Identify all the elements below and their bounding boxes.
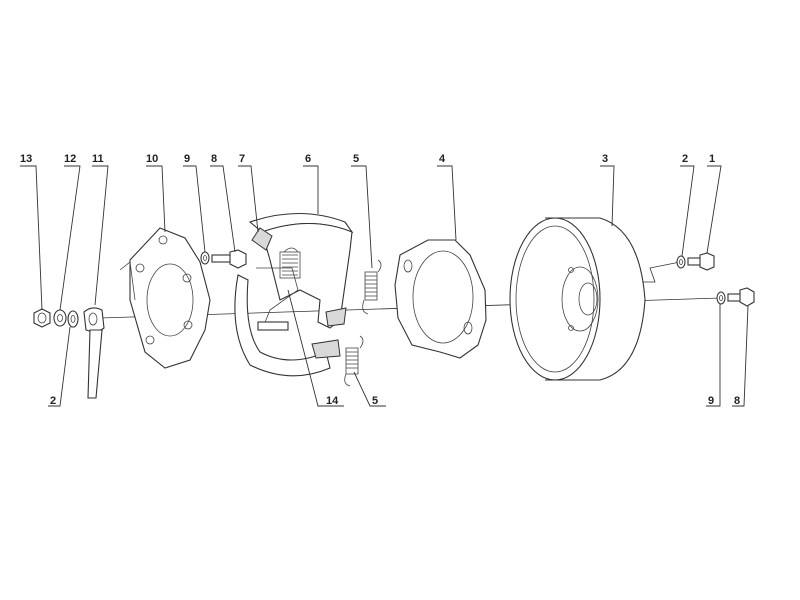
callout-4: 4 xyxy=(439,153,446,165)
part-1-bolt xyxy=(687,252,715,271)
part-8-bolt-right xyxy=(727,287,755,307)
callout-5-bottom: 5 xyxy=(372,395,378,407)
part-2-spring-washer-left xyxy=(67,310,79,328)
part-8-bolt-top xyxy=(211,249,247,269)
part-5-spring-upper xyxy=(362,259,382,315)
callout-6: 6 xyxy=(305,153,311,165)
callout-12: 12 xyxy=(64,153,76,165)
leader-lines xyxy=(20,165,749,407)
callout-10: 10 xyxy=(146,153,158,165)
part-2-washer-right xyxy=(676,255,686,269)
part-7-lower-brake-shoe xyxy=(234,267,341,377)
callout-7: 7 xyxy=(239,153,245,165)
part-12-washer xyxy=(53,309,67,327)
part-5-spring-lower xyxy=(344,335,364,387)
callout-9-bottom: 9 xyxy=(708,395,714,407)
callout-2-bottom: 2 xyxy=(50,395,56,407)
part-13-nut xyxy=(33,308,51,328)
callout-labels-top: 13 12 11 10 9 8 7 6 5 4 3 2 1 xyxy=(20,153,715,165)
callout-1: 1 xyxy=(709,153,715,165)
callout-3: 3 xyxy=(602,153,608,165)
callout-14: 14 xyxy=(326,395,339,407)
callout-11: 11 xyxy=(92,153,104,165)
callout-8-bottom: 8 xyxy=(734,395,740,407)
part-9-washer-right xyxy=(716,291,726,305)
part-3-brake-drum xyxy=(509,217,646,381)
part-14-return-spring xyxy=(279,247,301,279)
part-9-washer-top xyxy=(200,251,210,265)
part-4-dust-cover xyxy=(394,239,487,359)
callout-5-top: 5 xyxy=(353,153,359,165)
callout-2-top: 2 xyxy=(682,153,688,165)
callout-9-top: 9 xyxy=(184,153,190,165)
callout-13: 13 xyxy=(20,153,32,165)
callout-8-top: 8 xyxy=(211,153,217,165)
callout-labels-bottom: 2 14 5 9 8 xyxy=(50,395,740,407)
part-6-upper-brake-shoe xyxy=(248,212,354,329)
part-10-backing-plate xyxy=(119,227,211,369)
part-11-brake-lever xyxy=(83,307,105,399)
